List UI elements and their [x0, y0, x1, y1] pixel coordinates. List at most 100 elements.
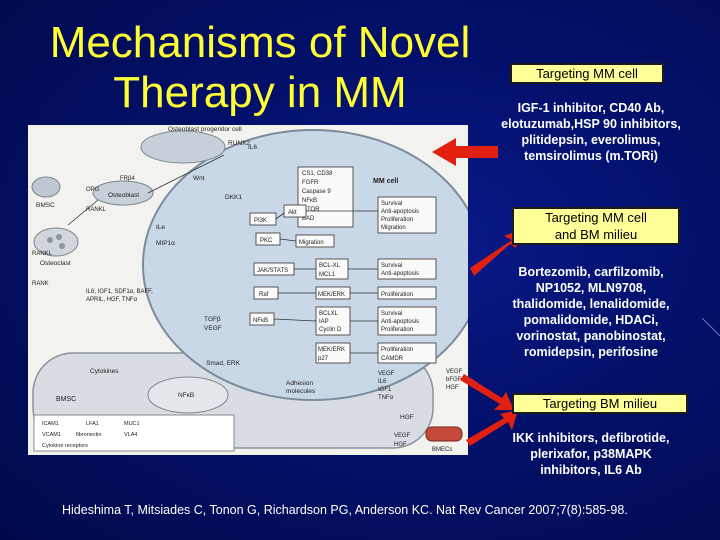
agent-line: NP1052, MLN9708,: [535, 281, 647, 295]
hgf-label: HGF: [400, 414, 414, 421]
receptor-4: NFκB: [302, 198, 317, 204]
bcl-label: BCL-XL: [319, 263, 341, 269]
nfkb-label: NFκB: [253, 318, 268, 324]
legend-3-a: Cytokine receptors: [42, 443, 88, 449]
osteoblast-progenitor-label: Osteoblast progenitor cell: [168, 126, 242, 133]
mip1a-label: MIP1α: [156, 240, 175, 247]
output-5-2: CAMDR: [381, 356, 404, 362]
dkk1-label: DKK1: [225, 194, 242, 201]
output-2-2: Anti-apoptosis: [381, 271, 419, 277]
legend-box: [33, 414, 235, 452]
bmec-vessel: [425, 426, 463, 442]
osteoclast-nucleus-3: [59, 243, 65, 249]
agent-line: romidepsin, perifosine: [523, 345, 659, 359]
legend-1-b: LFA1: [86, 421, 99, 427]
osteoclast-cell: [33, 227, 79, 257]
title-line-2: Therapy in MM: [113, 68, 407, 117]
target-mm-cell-box: Targeting MM cell: [510, 63, 664, 84]
il6-top-label: IL6: [248, 144, 257, 151]
agent-line: inhibitors, IL6 Ab: [540, 463, 642, 477]
ile-label: ILe: [156, 224, 165, 231]
target-bm-milieu-label: Targeting BM milieu: [542, 396, 658, 411]
target-bm-milieu-agents: IKK inhibitors, defibrotide, plerixafor,…: [478, 430, 704, 478]
ligands-line-1: IL6, IGF1, SDF1α, BAFF,: [86, 289, 153, 295]
output-4-3: Proliferation: [381, 327, 413, 333]
target-mm-cell-label: Targeting MM cell: [536, 66, 638, 81]
agent-line: Bortezomib, carfilzomib,: [518, 265, 664, 279]
right-ligand2-1: VEGF: [378, 371, 395, 377]
nucleus-bottom: [147, 376, 229, 414]
mekerk-label: MEK/ERK: [318, 292, 345, 298]
target-mm-bm-box: Targeting MM cell and BM milieu: [512, 207, 680, 245]
migration-mid-label: Migration: [299, 240, 324, 246]
osteoblast-cell: [92, 180, 154, 206]
legend-2-a: VCAM1: [42, 432, 61, 438]
rankl-top-label: RANKL: [86, 207, 107, 213]
vegf-bottom-label: VEGF: [394, 433, 411, 439]
target-mm-bm-label-2: and BM milieu: [554, 227, 638, 242]
agent-line: plerixafor, p38MAPK: [530, 447, 652, 461]
bmsc-bottom-label: BMSC: [56, 396, 76, 403]
right-ligand2-4: TNFα: [378, 395, 394, 401]
osteoclast-nucleus-2: [56, 234, 62, 240]
target-mm-bm-agents: Bortezomib, carfilzomib, NP1052, MLN9708…: [478, 264, 704, 360]
mm-cell-label: MM cell: [373, 178, 398, 185]
output-4-2: Anti-apoptosis: [381, 319, 419, 325]
output-1-1: Survival: [381, 201, 402, 207]
bclxl-block-2: IAP: [319, 319, 329, 325]
receptor-block: [297, 166, 354, 228]
title-line-1: Mechanisms of Novel: [49, 18, 471, 67]
jak-label: JAK/STATS: [257, 268, 288, 274]
legend-1-a: ICAM1: [42, 421, 59, 427]
receptor-5: mTOR: [302, 207, 320, 213]
slide-title: Mechanisms of Novel Therapy in MM: [30, 18, 490, 118]
agent-line: pomalidomide, HDACi,: [523, 313, 659, 327]
arrow-bm-milieu-upper: [460, 374, 514, 410]
bclxl-block-1: BCLXL: [319, 311, 339, 317]
raf-label: Raf: [259, 292, 269, 298]
output-2-1: Survival: [381, 263, 402, 269]
output-5-1: Proliferation: [381, 347, 413, 353]
cytokines-label: Cytokines: [90, 368, 119, 375]
runx2-label: RUNX2: [228, 140, 250, 147]
right-ligand2-3: IGF1: [378, 387, 392, 393]
output-4-1: Survival: [381, 311, 402, 317]
output-1-4: Migration: [381, 225, 406, 231]
agent-line: IGF-1 inhibitor, CD40 Ab,: [517, 101, 665, 115]
vegf-label: VEGF: [204, 325, 222, 332]
mekerk-p27-1: MEK/ERK: [318, 347, 345, 353]
mechanism-diagram: Osteoblast progenitor cell Osteoblast BM…: [28, 125, 484, 455]
rank-label: RANK: [32, 281, 49, 287]
agent-line: IKK inhibitors, defibrotide,: [512, 431, 670, 445]
right-ligand2-2: IL6: [378, 379, 387, 385]
citation: Hideshima T, Mitsiades C, Tonon G, Richa…: [62, 503, 628, 517]
output-1-2: Anti-apoptosis: [381, 209, 419, 215]
accent-line: [701, 317, 720, 337]
mekerk-p27-2: p27: [318, 356, 329, 362]
osteoblast-progenitor-cell: [140, 130, 226, 164]
connector-lines: [67, 154, 378, 354]
frb4-label: FRβ4: [120, 176, 135, 182]
agent-line: elotuzumab,HSP 90 inhibitors,: [501, 117, 681, 131]
right-ligand-3: HGF: [446, 385, 459, 391]
agent-line: temsirolimus (m.TORi): [524, 149, 658, 163]
receptor-2: FGFR: [302, 180, 319, 186]
target-mm-bm-label-1: Targeting MM cell: [545, 210, 647, 225]
smad-label: Smad, ERK: [206, 360, 241, 367]
osteoclast-nucleus-1: [47, 237, 53, 243]
tgfb-label: TGFβ: [204, 316, 221, 323]
output-box-1: [377, 196, 437, 234]
bclxl-block-box: [315, 306, 351, 336]
bmsc-top-label: BMSC: [36, 202, 55, 209]
legend-1-c: MUC1: [124, 421, 140, 427]
bmecs-label: BMECs: [432, 447, 452, 453]
ligands-line-2: APRIL, HGF, TNFα: [86, 297, 138, 303]
rankl-left-label: RANKL: [32, 251, 53, 257]
output-box-4: [377, 306, 437, 336]
output-1-3: Proliferation: [381, 217, 413, 223]
agent-line: vorinostat, panobinostat,: [516, 329, 666, 343]
osteoclast-label: Osteoclast: [40, 260, 71, 267]
bmsc-top-cell: [31, 176, 61, 198]
adhesion-line-1: Adhesion: [286, 380, 313, 387]
legend-2-b: fibronectin: [76, 432, 101, 438]
